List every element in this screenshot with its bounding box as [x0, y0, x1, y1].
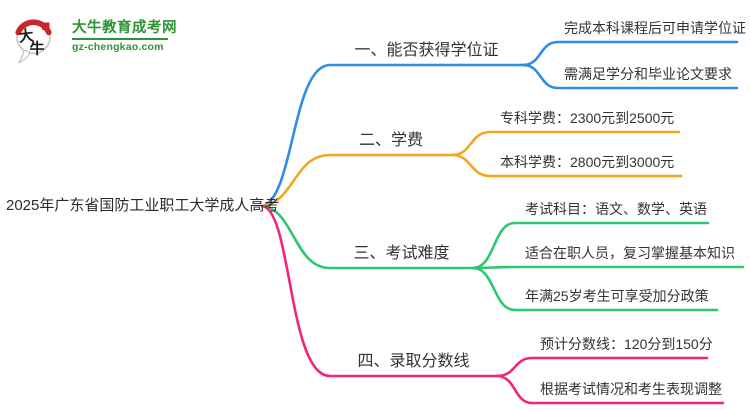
branch-3-trunk-line	[260, 204, 475, 270]
branch-2-child-2: 本科学费：2800元到3000元	[500, 154, 675, 170]
branch-3-child-1: 考试科目：语文、数学、英语	[525, 201, 707, 217]
branch-2-child-2-line	[450, 153, 683, 178]
logo-char-niu: 牛	[30, 40, 45, 58]
logo-char-da: 大	[18, 26, 35, 45]
branch-2-child-1: 专科学费：2300元到2500元	[500, 110, 675, 126]
branch-1-child-1-line	[521, 40, 739, 67]
branch-1-child-1: 完成本科课程后可申请学位证	[564, 20, 746, 36]
branch-2-label: 二、学费	[358, 132, 423, 149]
branch-4-child-1-line	[495, 356, 709, 378]
branch-4-child-2: 根据考试情况和考生表现调整	[540, 381, 722, 397]
branch-3-child-3-line	[471, 266, 719, 312]
branch-3-label: 三、考试难度	[353, 245, 450, 262]
brand-divider	[72, 38, 168, 40]
brand-block: 大牛教育成考网 gz-chengkao.com	[72, 19, 177, 53]
branch-2-child-1-line	[450, 130, 681, 157]
brand-name: 大牛教育成考网	[72, 20, 177, 36]
branch-2-trunk-line	[260, 153, 454, 208]
brand-url: gz-chengkao.com	[72, 41, 164, 53]
branch-1-trunk-line	[260, 63, 525, 208]
branch-4-child-2-line	[495, 374, 725, 405]
branch-1-label: 一、能否获得学位证	[354, 42, 499, 59]
branch-4-child-1: 预计分数线：120分到150分	[540, 336, 713, 352]
branch-4-trunk-line	[260, 204, 499, 378]
branch-3-child-3: 年满25岁考生可享受加分政策	[525, 288, 709, 304]
branch-3-child-2-line	[471, 265, 745, 270]
logo-red-seal	[42, 22, 50, 30]
branch-3-child-2: 适合在职人员，复习掌握基本知识	[525, 245, 735, 261]
daniu-logo-icon: 大 牛	[15, 19, 52, 64]
branch-1-child-2: 需满足学分和毕业论文要求	[564, 66, 732, 82]
branch-1-child-2-line	[521, 63, 739, 90]
site-logo: 大 牛 大牛教育成考网 gz-chengkao.com	[14, 14, 234, 74]
branch-4-label: 四、录取分数线	[357, 353, 470, 370]
logo-bubble-tail	[18, 49, 31, 64]
root-topic: 2025年广东省国防工业职工大学成人高考	[6, 197, 280, 214]
branch-3-child-1-line	[471, 221, 710, 270]
